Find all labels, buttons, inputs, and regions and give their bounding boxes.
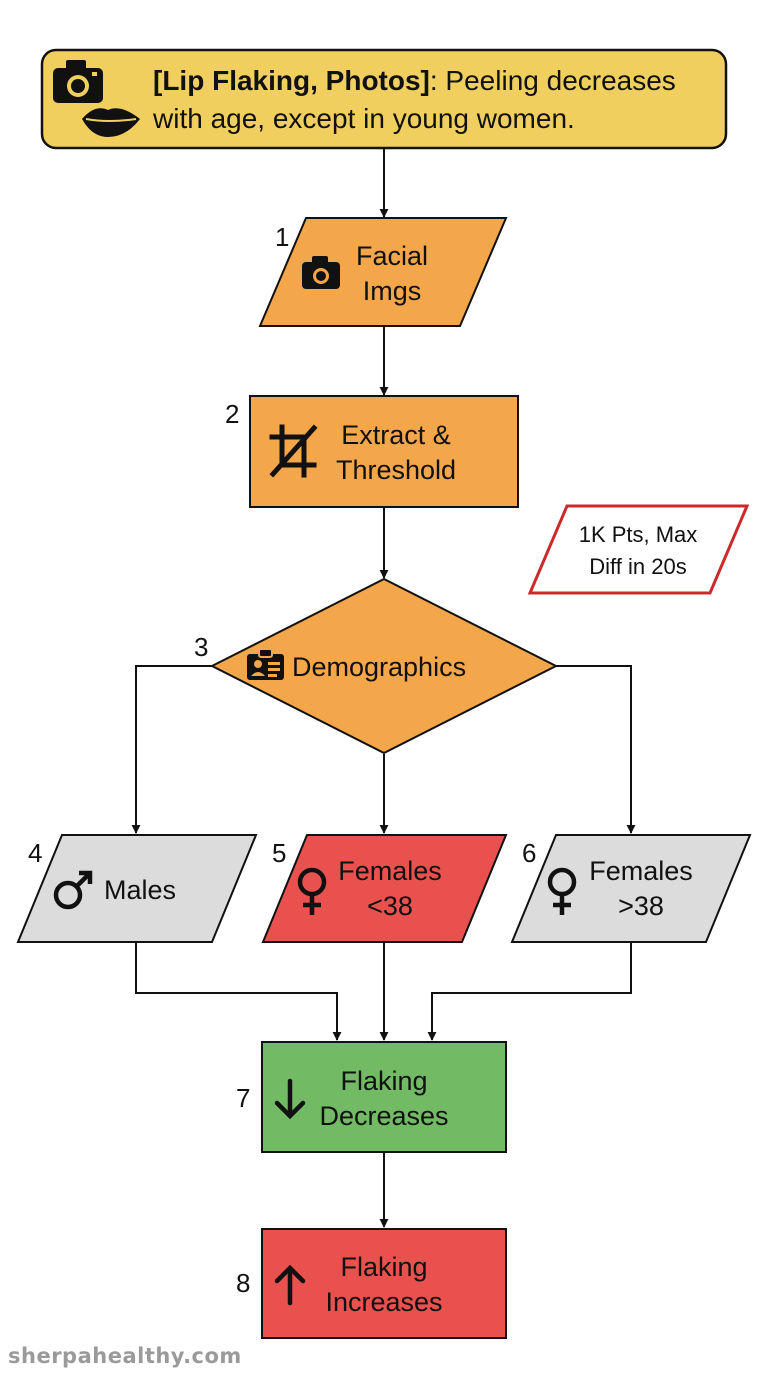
step-5-females-under-38: 5 Females <38	[261, 834, 508, 943]
step-number: 1	[275, 222, 289, 252]
step-label: Males	[104, 875, 176, 905]
crop-icon	[269, 424, 318, 478]
step-label-line2: Increases	[325, 1287, 442, 1317]
connector-3-to-6	[556, 665, 636, 834]
step-number: 5	[272, 838, 286, 868]
step-label-line1: Extract &	[341, 420, 451, 450]
step-label-line2: >38	[618, 891, 664, 921]
step-number: 8	[236, 1268, 250, 1298]
step-number: 2	[225, 399, 239, 429]
step-1-facial-images: 1 Facial Imgs	[258, 217, 508, 327]
step-label-line1: Females	[338, 856, 442, 886]
step-7-flaking-decreases: 7 Flaking Decreases	[236, 1041, 507, 1153]
connectors	[131, 148, 636, 1228]
header-title-bold: [Lip Flaking, Photos]	[153, 65, 430, 96]
male-symbol-icon	[53, 870, 93, 910]
step-label-line1: Facial	[356, 241, 428, 271]
step-3-demographics: 3 Demographics	[194, 577, 559, 755]
arrow-up-icon	[274, 1264, 306, 1306]
connector-3-to-4	[131, 665, 212, 834]
step-6-females-over-38: 6 Females >38	[510, 834, 752, 943]
id-card-icon	[247, 648, 284, 680]
step-label-line2: Decreases	[319, 1101, 448, 1131]
header-box: [Lip Flaking, Photos]: Peeling decreases…	[40, 48, 728, 150]
step-4-males: 4 Males	[16, 834, 258, 943]
note-line1: 1K Pts, Max	[579, 522, 698, 547]
step-label-line2: Imgs	[363, 276, 422, 306]
site-watermark: sherpahealthy.com	[8, 1344, 242, 1368]
step-number: 7	[236, 1083, 250, 1113]
header-title-line1: [Lip Flaking, Photos]: Peeling decreases	[153, 65, 676, 96]
camera-icon	[53, 60, 103, 103]
note-annotation: 1K Pts, Max Diff in 20s	[527, 504, 750, 595]
step-number: 6	[522, 838, 536, 868]
step-label-line1: Females	[589, 856, 693, 886]
step-label-line2: <38	[367, 891, 413, 921]
step-number: 4	[28, 838, 42, 868]
step-label-line1: Flaking	[340, 1066, 427, 1096]
connector-6-to-7	[427, 943, 632, 1041]
step-label: Demographics	[292, 652, 466, 682]
header-title-line2: with age, except in young women.	[152, 103, 575, 134]
step-2-extract-threshold: 2 Extract & Threshold	[225, 395, 519, 508]
step-8-flaking-increases: 8 Flaking Increases	[236, 1228, 507, 1339]
connector-4-to-7	[135, 943, 342, 1041]
female-symbol-icon	[297, 867, 327, 915]
lips-icon	[82, 108, 140, 137]
step-label-line1: Flaking	[340, 1252, 427, 1282]
step-number: 3	[194, 632, 208, 662]
step-label-line2: Threshold	[336, 455, 456, 485]
female-symbol-icon	[547, 867, 577, 915]
arrow-down-icon	[274, 1078, 306, 1120]
camera-icon	[302, 256, 340, 289]
header-title-rest: : Peeling decreases	[430, 65, 676, 96]
note-line2: Diff in 20s	[589, 554, 686, 579]
